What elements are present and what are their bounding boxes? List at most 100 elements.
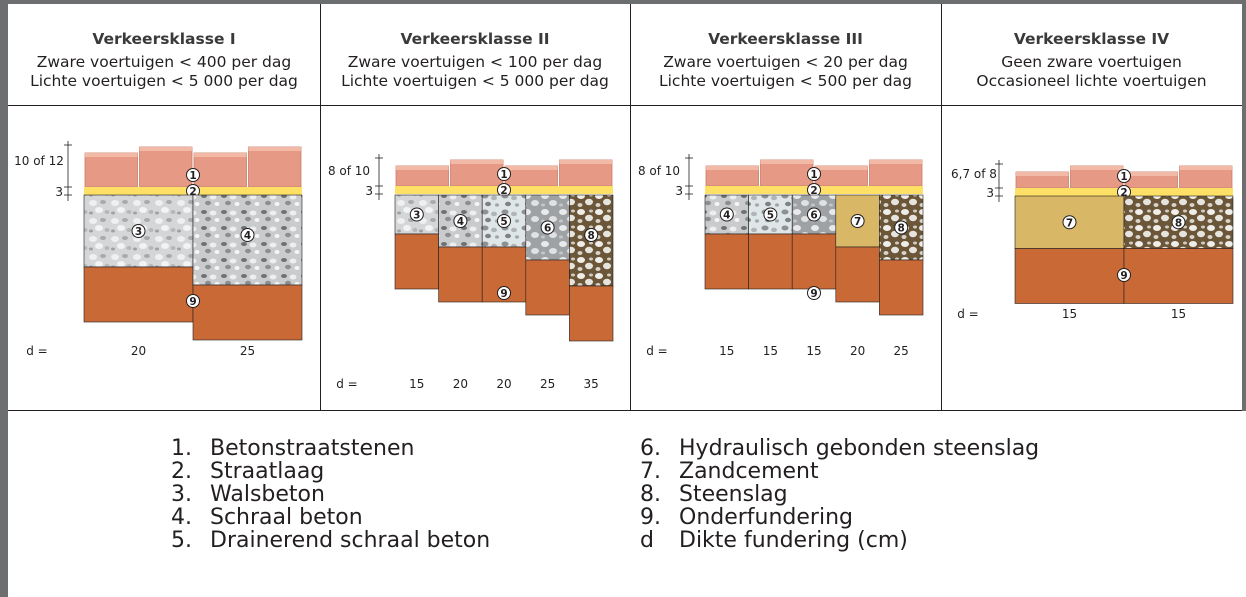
paver-top-bevel xyxy=(1016,172,1069,176)
legend-item: 7. Zandcement xyxy=(640,460,1039,483)
paver-top-bevel xyxy=(815,166,868,170)
paver-thickness-label: 8 of 10 xyxy=(328,164,370,178)
paver-top-bevel xyxy=(1179,166,1232,170)
paver-top-bevel xyxy=(248,147,301,151)
light-traffic-limit: Lichte voertuigen < 500 per dag xyxy=(658,72,912,90)
subbase-layer xyxy=(394,233,439,290)
layer-badge-4-circle xyxy=(453,214,468,228)
layer-badge-5-circle xyxy=(763,207,778,222)
legend-item: 5.Drainerend schraal beton xyxy=(171,529,490,552)
legend-item: 4. Schraal beton xyxy=(171,506,490,529)
subbase-layer xyxy=(1014,248,1125,304)
subbase-layer xyxy=(791,233,837,290)
paver-thickness-label: 6,7 of 8 xyxy=(951,167,997,181)
paver-top-bevel xyxy=(869,160,922,164)
paver-top-bevel xyxy=(1070,166,1123,170)
paver-top-bevel xyxy=(396,166,449,170)
layer-badge-1: 1 xyxy=(1120,171,1127,183)
base-thickness-value: 15 xyxy=(1062,307,1077,321)
layer-badge-4: 4 xyxy=(244,230,251,242)
column-divider-1 xyxy=(320,4,321,410)
layer-badge-7: 7 xyxy=(854,216,861,228)
header-divider xyxy=(8,105,1242,106)
legend-number: 6. xyxy=(640,436,661,461)
base-thickness-value: 20 xyxy=(850,344,865,358)
legend-item: 2. Straatlaag xyxy=(171,460,490,483)
paver-top-bevel xyxy=(706,166,759,170)
layer-badge-9: 9 xyxy=(810,288,817,300)
layer-badge-6: 6 xyxy=(810,210,817,222)
layer-badge-3: 3 xyxy=(413,210,420,222)
heavy-traffic-limit: Zware voertuigen < 20 per dag xyxy=(663,53,908,71)
paver-block xyxy=(139,146,193,188)
layer-badge-8: 8 xyxy=(588,230,595,242)
legend-label: Hydraulisch gebonden steenslag xyxy=(679,436,1040,461)
base-thickness-value: 15 xyxy=(409,377,424,391)
paver-thickness-label: 8 of 10 xyxy=(638,164,680,178)
layer-badge-9-circle xyxy=(807,286,821,300)
subbase-layer xyxy=(704,233,749,290)
paver-top-bevel xyxy=(559,160,612,164)
d-label: d = xyxy=(26,344,48,358)
class-title: Verkeersklasse III xyxy=(708,30,863,48)
table-bottom-divider xyxy=(8,410,1242,411)
legend-number: 4. xyxy=(171,505,192,530)
legend-number: 3. xyxy=(171,482,192,507)
legend-item: 6. Hydraulisch gebonden steenslag xyxy=(640,437,1039,460)
subbase-layer xyxy=(192,284,303,341)
header-class-1: Verkeersklasse I Zware voertuigen < 400 … xyxy=(8,30,320,91)
legend-label: Schraal beton xyxy=(210,505,363,530)
legend-item: 8.Steenslag xyxy=(640,483,1039,506)
base-thickness-value: 15 xyxy=(1171,307,1186,321)
legend-number: 7. xyxy=(640,459,661,484)
legend-item: 1.Betonstraatstenen xyxy=(171,437,490,460)
layer-badge-1-circle xyxy=(807,167,821,181)
column-divider-3 xyxy=(941,4,942,410)
legend-label: Straatlaag xyxy=(210,459,325,484)
subbase-layer xyxy=(879,259,924,316)
layer-badge-6-circle xyxy=(540,220,555,235)
layer-badge-7-circle xyxy=(850,214,865,228)
base-thickness-value: 25 xyxy=(894,344,909,358)
layer-badge-9: 9 xyxy=(1120,270,1127,282)
class-title: Verkeersklasse IV xyxy=(1013,30,1170,48)
right-border xyxy=(1242,0,1246,411)
layer-badge-1: 1 xyxy=(189,170,196,182)
layer-badge-9-circle xyxy=(186,294,200,308)
layer-badge-2: 2 xyxy=(500,185,507,197)
legend-right: 6. Hydraulisch gebonden steenslag 7. Zandc… xyxy=(640,437,1039,552)
layer-badge-5: 5 xyxy=(500,216,507,228)
layer-badge-8-circle xyxy=(1171,215,1186,230)
base-thickness-value: 20 xyxy=(496,377,511,391)
layer-badge-3-circle xyxy=(131,224,146,238)
bedding-thickness-label: 3 xyxy=(986,186,994,200)
legend-number: 2. xyxy=(171,459,192,484)
layer-badge-8-circle xyxy=(584,228,599,242)
legend-label: Zandcement xyxy=(679,459,819,484)
base-thickness-value: 15 xyxy=(763,344,778,358)
paver-top-bevel xyxy=(194,153,247,157)
layer-badge-5: 5 xyxy=(767,210,774,222)
left-border xyxy=(0,0,8,597)
legend-label: Walsbeton xyxy=(210,482,325,507)
legend-number: 9. xyxy=(640,505,661,530)
layer-badge-3: 3 xyxy=(135,226,142,238)
paver-top-bevel xyxy=(450,160,503,164)
paver-top-bevel xyxy=(760,160,813,164)
layer-badge-1-circle xyxy=(497,167,511,181)
legend-number: d xyxy=(640,528,654,553)
subbase-layer xyxy=(1123,248,1234,304)
legend-label: Betonstraatstenen xyxy=(210,436,415,461)
base-thickness-value: 20 xyxy=(453,377,468,391)
d-label: d = xyxy=(336,377,358,391)
class-title: Verkeersklasse I xyxy=(92,30,236,48)
subbase-layer xyxy=(835,246,880,303)
base-thickness-value: 25 xyxy=(540,377,555,391)
layer-badge-6: 6 xyxy=(544,223,551,235)
paver-top-bevel xyxy=(505,166,558,170)
header-class-3: Verkeersklasse III Zware voertuigen < 20… xyxy=(630,30,941,91)
legend-label: Steenslag xyxy=(679,482,788,507)
